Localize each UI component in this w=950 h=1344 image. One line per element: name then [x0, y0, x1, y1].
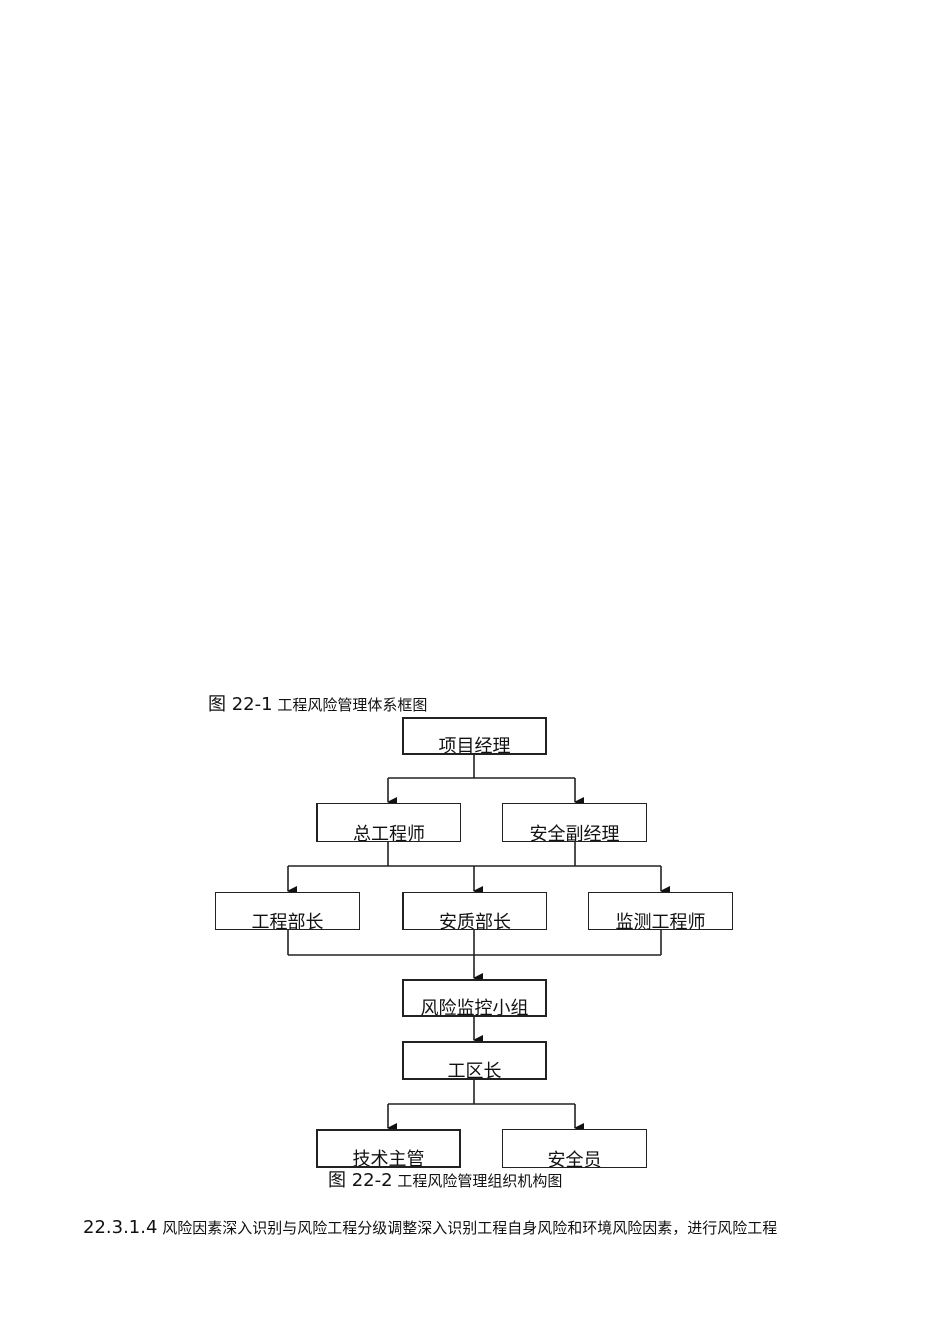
figure-22-1-number: 图 22-1: [208, 694, 273, 715]
node-label: 安质部长: [439, 912, 511, 930]
node-safety-officer: 安全员: [502, 1129, 647, 1168]
figure-22-2-title: 工程风险管理组织机构图: [397, 1172, 563, 1190]
node-label: 安全员: [547, 1150, 602, 1168]
node-label: 技术主管: [352, 1149, 425, 1168]
section-paragraph: 22.3.1.4 风险因素深入识别与风险工程分级调整深入识别工程自身风险和环境风…: [83, 1218, 777, 1238]
node-project-manager: 项目经理: [402, 717, 547, 755]
node-label: 工区长: [447, 1061, 502, 1080]
figure-22-2-number: 图 22-2: [328, 1170, 393, 1191]
node-label: 工程部长: [251, 912, 324, 930]
node-label: 监测工程师: [615, 912, 706, 930]
node-monitoring-engineer: 监测工程师: [588, 892, 733, 930]
figure-22-1-caption: 图 22-1 工程风险管理体系框图: [208, 694, 428, 715]
node-technical-supervisor: 技术主管: [316, 1129, 461, 1168]
figure-22-1-title: 工程风险管理体系框图: [277, 696, 428, 714]
node-risk-control-group: 风险监控小组: [402, 979, 547, 1017]
node-label: 安全副经理: [529, 824, 620, 842]
section-text: 风险因素深入识别与风险工程分级调整深入识别工程自身风险和环境风险因素，进行风险工…: [162, 1219, 778, 1237]
node-work-area-head: 工区长: [402, 1041, 547, 1080]
section-number: 22.3.1.4: [83, 1217, 158, 1238]
figure-22-2-caption: 图 22-2 工程风险管理组织机构图: [328, 1170, 563, 1191]
node-label: 项目经理: [438, 736, 511, 755]
node-safety-deputy-manager: 安全副经理: [502, 803, 647, 842]
node-chief-engineer: 总工程师: [316, 803, 461, 842]
node-safety-quality-head: 安质部长: [402, 892, 547, 930]
node-engineering-head: 工程部长: [215, 892, 360, 930]
node-label: 总工程师: [353, 824, 425, 842]
node-label: 风险监控小组: [420, 998, 529, 1017]
